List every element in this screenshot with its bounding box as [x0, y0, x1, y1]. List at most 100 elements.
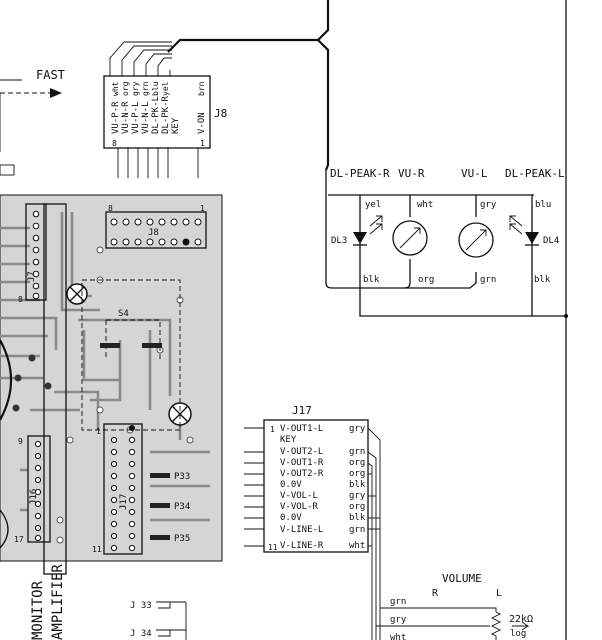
meter-label-dl-peak-r: DL-PEAK-R — [330, 167, 390, 180]
p33-label: P33 — [174, 472, 190, 482]
j17-pin-label: V-LINE-R — [280, 541, 324, 551]
header-pin-last: 1 — [200, 204, 205, 213]
wire-color-label: org — [349, 469, 365, 479]
j17-pin-label: 0.0V — [280, 513, 302, 523]
dl3-label: DL3 — [331, 236, 347, 246]
volume-title: VOLUME — [442, 572, 482, 585]
j17-header-name: J17 — [119, 494, 129, 510]
pcb-board: 8 1 J8 8 J — [0, 194, 223, 575]
j8-fanout-wires — [109, 41, 172, 76]
j16-name: J16 — [29, 489, 39, 505]
pcb-j16-header: 9 17 J16 — [14, 435, 51, 544]
pcb-vias — [12, 354, 52, 412]
wire-color-label: grn — [390, 597, 406, 607]
amplifier-label: AMPLIFIER — [50, 564, 66, 640]
wire-color-label: org — [349, 458, 365, 468]
j8-pin-label: V-ON — [197, 112, 207, 134]
j8-name: J8 — [214, 107, 227, 120]
dl4-label: DL4 — [543, 236, 559, 246]
pcb-j8-header: 8 1 J8 — [105, 204, 207, 249]
wire-color-label: grn — [141, 81, 150, 96]
wire-color-label: wht — [349, 541, 365, 551]
j17-pin-label: V-VOL-L — [280, 491, 318, 501]
j34-label: J 34 — [130, 629, 152, 639]
wire-color-label: wht — [390, 633, 406, 640]
j17-pin1: 1 — [96, 427, 101, 436]
j7-pin8: 8 — [18, 295, 23, 304]
wire-color-label: blk — [349, 513, 366, 523]
wire-color-label: org — [349, 502, 365, 512]
wire-color-label: wht — [417, 200, 433, 210]
header-pin-first: 8 — [108, 204, 113, 213]
wire-color-label: blk — [349, 480, 366, 490]
header-name: J8 — [148, 228, 159, 238]
meters-section: DL-PEAK-R VU-R VU-L DL-PEAK-L — [325, 167, 568, 318]
trimmer-pot-icon — [66, 283, 88, 305]
j8-pin-last: 1 — [200, 139, 205, 148]
dl3-led-icon — [353, 215, 383, 246]
s4-label: S4 — [118, 309, 129, 319]
pcb-s4-switch: S4 — [81, 279, 181, 431]
bottom-left-section: J 33 J 34 MONITOR AMPLIFIER — [30, 564, 187, 640]
j8-pin-labels: VU-P-R VU-N-R VU-P-L VU-N-L DL-PK-L DL-P… — [111, 95, 207, 134]
resistor-icon — [490, 611, 502, 640]
wire-color-label: blk — [363, 275, 380, 285]
pcb-j17-header: 1 11 J17 — [92, 423, 143, 555]
wire-color-label: gry — [349, 491, 366, 501]
j8-leads — [117, 148, 199, 178]
j8-pin-label: VU-P-R — [111, 101, 121, 134]
j8-pin-label: KEY — [171, 117, 181, 134]
p35-label: P35 — [174, 534, 190, 544]
wire-color-label: brn — [197, 81, 206, 96]
j8-pin-label: VU-N-R — [121, 101, 131, 134]
j17-last: 11 — [268, 543, 278, 552]
j8-pin-label: DL-PK-R — [161, 95, 171, 134]
wire-color-label: gry — [390, 615, 407, 625]
fast-label: FAST — [36, 68, 65, 82]
volume-value: 22kΩ — [509, 614, 533, 625]
j17-pin-label: V-OUT2-L — [280, 447, 323, 457]
j17-title: J17 — [292, 404, 312, 417]
fast-arrow: FAST — [0, 68, 65, 176]
vu-r-meter-icon — [392, 220, 428, 256]
j17-pin-label: 0.0V — [280, 480, 302, 490]
volume-r-label: R — [432, 588, 439, 599]
j17-pin-labels: V-OUT1-L KEY V-OUT2-L V-OUT1-R V-OUT2-R … — [280, 424, 324, 551]
j17-pin-label: KEY — [280, 435, 297, 445]
wire-color-label: gry — [349, 424, 366, 434]
pcb-pads — [56, 246, 194, 544]
wire-color-label: blu — [151, 81, 160, 96]
j17-right-leads — [367, 427, 381, 640]
j16-pin9: 9 — [18, 437, 23, 446]
j8-wire-colors: wht org gry grn blu yel brn — [111, 81, 206, 96]
volume-section: VOLUME R L grn gry wht 22kΩ log — [376, 572, 533, 640]
wire-color-label: yel — [161, 81, 170, 96]
j8-box — [103, 75, 211, 149]
j17-pin-label: V-VOL-R — [280, 502, 319, 512]
wire-color-label: grn — [480, 275, 496, 285]
j17-pin-label: V-OUT1-R — [280, 458, 324, 468]
wire-color-label: grn — [349, 525, 365, 535]
vu-l-meter-icon — [458, 222, 494, 258]
wire-color-label: blk — [534, 275, 551, 285]
wire-color-label: grn — [349, 447, 365, 457]
volume-taper: log — [510, 629, 526, 639]
j8-pin-label: VU-N-L — [141, 101, 151, 134]
dl4-led-icon — [509, 215, 539, 246]
j16-pin17: 17 — [14, 535, 24, 544]
pcb-p-jumpers: P33 P34 P35 — [150, 472, 190, 544]
j8-pin-label: DL-PK-L — [151, 96, 161, 134]
monitor-label: MONITOR — [30, 580, 46, 640]
volume-l-label: L — [496, 588, 502, 599]
meter-label-vu-r: VU-R — [398, 167, 425, 180]
j17-left-leads — [244, 427, 264, 547]
meter-label-dl-peak-l: DL-PEAK-L — [505, 167, 565, 180]
wire-color-label: gry — [131, 81, 140, 96]
pcb-j7-header: 8 J7 — [18, 203, 67, 575]
wire-color-label: yel — [365, 200, 381, 210]
j17-pin11: 11 — [92, 545, 102, 554]
j7-name: J7 — [27, 271, 37, 282]
j8-pin-first: 8 — [112, 139, 117, 148]
j17-pin-label: V-OUT1-L — [280, 424, 323, 434]
